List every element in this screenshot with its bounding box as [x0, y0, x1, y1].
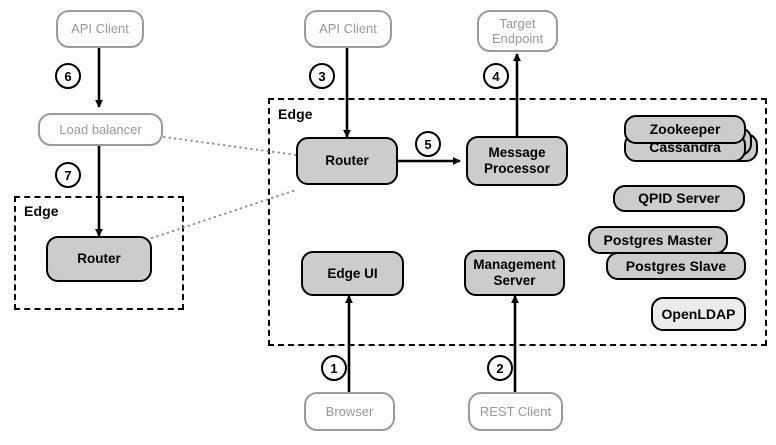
step-number: 7: [64, 167, 72, 183]
node-label: Router: [77, 251, 121, 267]
step-number: 2: [496, 360, 504, 376]
node-label-line1: Target: [499, 15, 536, 31]
node-label: Postgres Slave: [625, 257, 727, 274]
step-marker-6: 6: [55, 63, 81, 89]
step-number: 5: [424, 136, 432, 152]
step-marker-4: 4: [483, 63, 509, 89]
node-label: Load balancer: [59, 121, 142, 137]
node-edge-ui[interactable]: Edge UI: [301, 251, 404, 296]
node-router-right[interactable]: Router: [296, 137, 398, 185]
node-load-balancer[interactable]: Load balancer: [38, 113, 163, 146]
node-label: Postgres Master: [603, 231, 713, 248]
node-target-endpoint[interactable]: Target Endpoint: [477, 10, 558, 52]
node-label: REST Client: [479, 403, 552, 419]
step-marker-3: 3: [309, 63, 335, 89]
node-api-client-left[interactable]: API Client: [56, 10, 144, 48]
node-label-line2: Server: [493, 273, 536, 288]
node-zookeeper[interactable]: Zookeeper: [624, 115, 746, 144]
node-label: Browser: [325, 403, 374, 419]
step-number: 4: [492, 68, 500, 84]
node-label: API Client: [319, 21, 377, 37]
node-postgres-slave[interactable]: Postgres Slave: [606, 252, 746, 280]
node-postgres-master[interactable]: Postgres Master: [588, 226, 728, 254]
step-number: 6: [64, 68, 72, 84]
node-management-server[interactable]: Management Server: [464, 250, 565, 296]
node-label: QPID Server: [638, 190, 720, 207]
node-label-line1: Message: [488, 145, 546, 161]
step-marker-7: 7: [55, 162, 81, 188]
node-qpid-server[interactable]: QPID Server: [613, 185, 745, 212]
node-label: Zookeeper: [649, 121, 721, 138]
step-marker-5: 5: [415, 131, 441, 157]
step-number: 3: [318, 68, 326, 84]
step-number: 1: [330, 360, 338, 376]
step-marker-1: 1: [321, 355, 347, 381]
step-marker-2: 2: [487, 355, 513, 381]
node-rest-client[interactable]: REST Client: [468, 392, 563, 431]
node-message-processor[interactable]: Message Processor: [466, 136, 568, 186]
node-label: API Client: [71, 21, 129, 37]
node-label-line1: Management: [473, 257, 556, 273]
node-browser[interactable]: Browser: [304, 392, 395, 431]
node-label-line2: Endpoint: [491, 31, 544, 46]
node-openldap[interactable]: OpenLDAP: [651, 297, 746, 331]
node-label: Router: [325, 153, 369, 169]
node-label: Edge UI: [327, 265, 378, 281]
group-edge-left-label: Edge: [24, 203, 59, 219]
group-edge-right-label: Edge: [278, 106, 313, 122]
node-api-client-right[interactable]: API Client: [304, 10, 392, 48]
node-router-left[interactable]: Router: [46, 236, 152, 282]
node-label-line2: Processor: [483, 161, 551, 176]
node-label: OpenLDAP: [661, 305, 736, 322]
